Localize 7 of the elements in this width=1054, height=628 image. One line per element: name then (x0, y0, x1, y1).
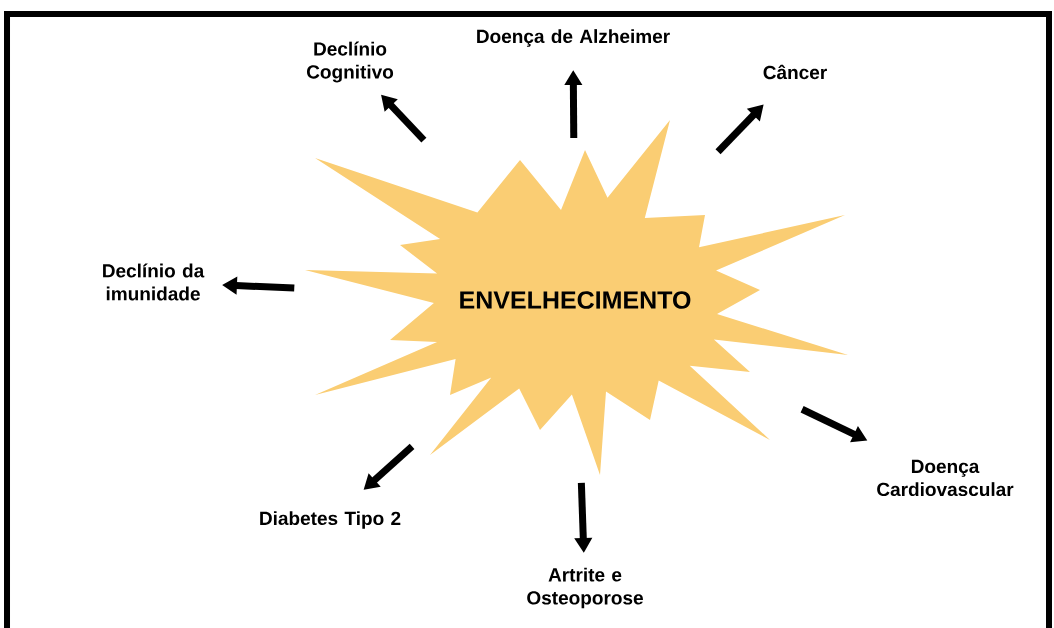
effect-label: Doença Cardiovascular (877, 459, 1014, 497)
effect-label: Doença de Alzheimer (477, 29, 670, 47)
effect-label: Câncer (763, 64, 827, 80)
effect-label: Diabetes Tipo 2 (260, 511, 401, 529)
effect-label: Declínio da imunidade (103, 263, 205, 301)
effect-label: Artrite e Osteoporose (527, 567, 643, 609)
effect-label: Declínio Cognitivo (307, 41, 394, 83)
